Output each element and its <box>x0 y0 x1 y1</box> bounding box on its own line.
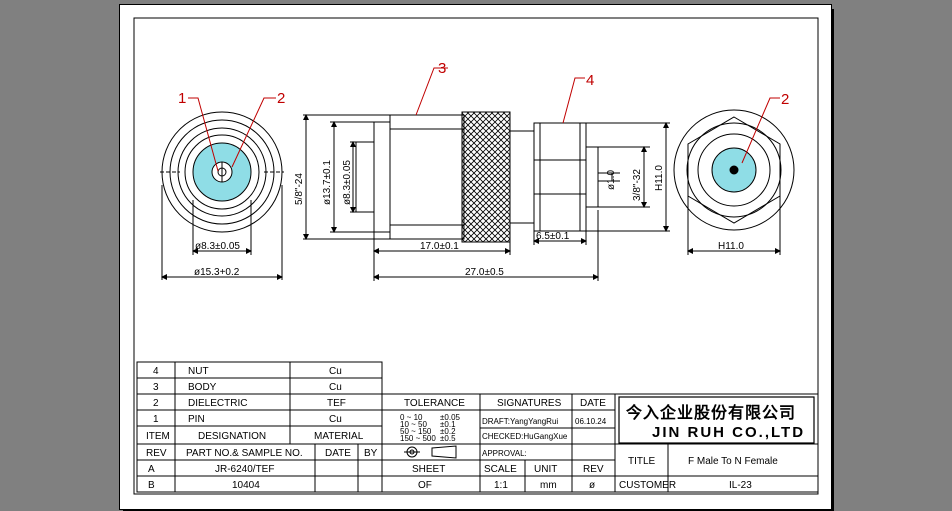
dim-length-6-5: 6.5±0.1 <box>536 231 570 242</box>
rev-header: REV <box>146 448 167 459</box>
projection-symbol-icon <box>404 445 457 459</box>
bom-mat-2: TEF <box>327 398 346 409</box>
unit-label: UNIT <box>534 464 557 475</box>
rev-header-by: BY <box>364 448 378 459</box>
dim-body-dia: ø13.7±0.1 <box>322 160 333 205</box>
front-right-dims <box>687 196 781 255</box>
inner-border <box>133 17 819 495</box>
bom-header-item: ITEM <box>146 431 170 442</box>
title-value: F Male To N Female <box>688 456 778 467</box>
title-label: TITLE <box>628 456 656 467</box>
bom-mat-4: Cu <box>329 366 342 377</box>
bom-mat-3: Cu <box>329 382 342 393</box>
bom-desig-2: DIELECTRIC <box>188 398 247 409</box>
dim-thread-nut: 3/8"-32 <box>632 169 643 201</box>
tolerance-signature-block <box>381 393 616 493</box>
signature-date-value: 06.10.24 <box>575 417 607 426</box>
bom-desig-3: BODY <box>188 382 217 393</box>
front-view-left <box>160 111 284 233</box>
bom-desig-1: PIN <box>188 414 205 425</box>
bom-item-1: 1 <box>153 414 159 425</box>
bom-table <box>136 361 383 445</box>
dim-length-17: 17.0±0.1 <box>420 241 459 252</box>
dim-hex-side: H11.0 <box>654 165 665 191</box>
tol-range-3: 50 ~ 150 <box>400 427 432 436</box>
callout-leaders-side <box>415 67 585 124</box>
bom-mat-1: Cu <box>329 414 342 425</box>
side-view-dims <box>303 114 670 281</box>
rev-b-part: 10404 <box>232 480 260 491</box>
bom-header-material: MATERIAL <box>314 431 364 442</box>
bom-item-4: 4 <box>153 366 159 377</box>
dim-dielectric-dia: ø8.3±0.05 <box>342 160 353 205</box>
drawing-sheet: ø8.3±0.05 ø15.3+0.2 1 2 <box>119 4 832 510</box>
rev-b: B <box>148 480 155 491</box>
tol-value-3: ±0.2 <box>440 427 456 436</box>
dim-length-27: 27.0±0.5 <box>465 267 504 278</box>
rev-header-part: PART NO.& SAMPLE NO. <box>186 448 303 459</box>
signatures-label: SIGNATURES <box>497 398 562 409</box>
dim-pin-dia: ø1.0 <box>606 170 617 190</box>
company-name-cn: 今入企业股份有限公司 <box>625 403 796 422</box>
callout-2-left: 2 <box>277 90 285 107</box>
rev-label: REV <box>583 464 604 475</box>
tol-range-4: 150 ~ 500 <box>400 434 436 443</box>
tolerance-label: TOLERANCE <box>404 398 465 409</box>
customer-value: IL-23 <box>729 480 752 491</box>
front-left-dims <box>161 185 283 280</box>
callout-leaders-left <box>188 97 276 172</box>
drawing-canvas: ø8.3±0.05 ø15.3+0.2 1 2 <box>133 17 819 495</box>
approval-signature: APPROVAL: <box>482 449 527 458</box>
rev-a-part: JR-6240/TEF <box>215 464 274 475</box>
callout-2-right: 2 <box>781 91 789 108</box>
tol-range-1: 0 ~ 10 <box>400 413 423 422</box>
scale-label: SCALE <box>484 464 517 475</box>
signature-date-label: DATE <box>580 398 606 409</box>
company-name-en: JIN RUH CO.,LTD <box>652 424 805 441</box>
dim-thread-body: 5/8"-24 <box>294 173 305 205</box>
title-block <box>614 393 819 493</box>
customer-label: CUSTOMER <box>619 480 676 491</box>
tol-value-4: ±0.5 <box>440 434 456 443</box>
rev-a: A <box>148 464 155 475</box>
dim-front-outer: ø15.3+0.2 <box>194 267 240 278</box>
rev-value: ø <box>589 480 595 491</box>
scale-value: 1:1 <box>494 480 508 491</box>
draft-signature: DRAFT:YangYangRui <box>482 417 558 426</box>
tol-value-2: ±0.1 <box>440 420 456 429</box>
bom-desig-4: NUT <box>188 366 209 377</box>
front-view-right <box>673 109 795 231</box>
callout-3: 3 <box>438 60 446 77</box>
side-view <box>355 111 613 243</box>
unit-value: mm <box>540 480 557 491</box>
callout-1: 1 <box>178 90 186 107</box>
bom-header-designation: DESIGNATION <box>198 431 266 442</box>
checked-signature: CHECKED:HuGangXue <box>482 432 568 441</box>
callout-leader-right <box>741 97 780 164</box>
callout-4: 4 <box>586 72 594 89</box>
rev-header-date: DATE <box>325 448 351 459</box>
tol-range-2: 10 ~ 50 <box>400 420 427 429</box>
dim-hex-bottom: H11.0 <box>718 241 744 252</box>
sheet-value: OF <box>418 480 432 491</box>
bom-item-2: 2 <box>153 398 159 409</box>
sheet-label: SHEET <box>412 464 445 475</box>
dim-front-inner: ø8.3±0.05 <box>195 241 240 252</box>
bom-item-3: 3 <box>153 382 159 393</box>
tol-value-1: ±0.05 <box>440 413 461 422</box>
